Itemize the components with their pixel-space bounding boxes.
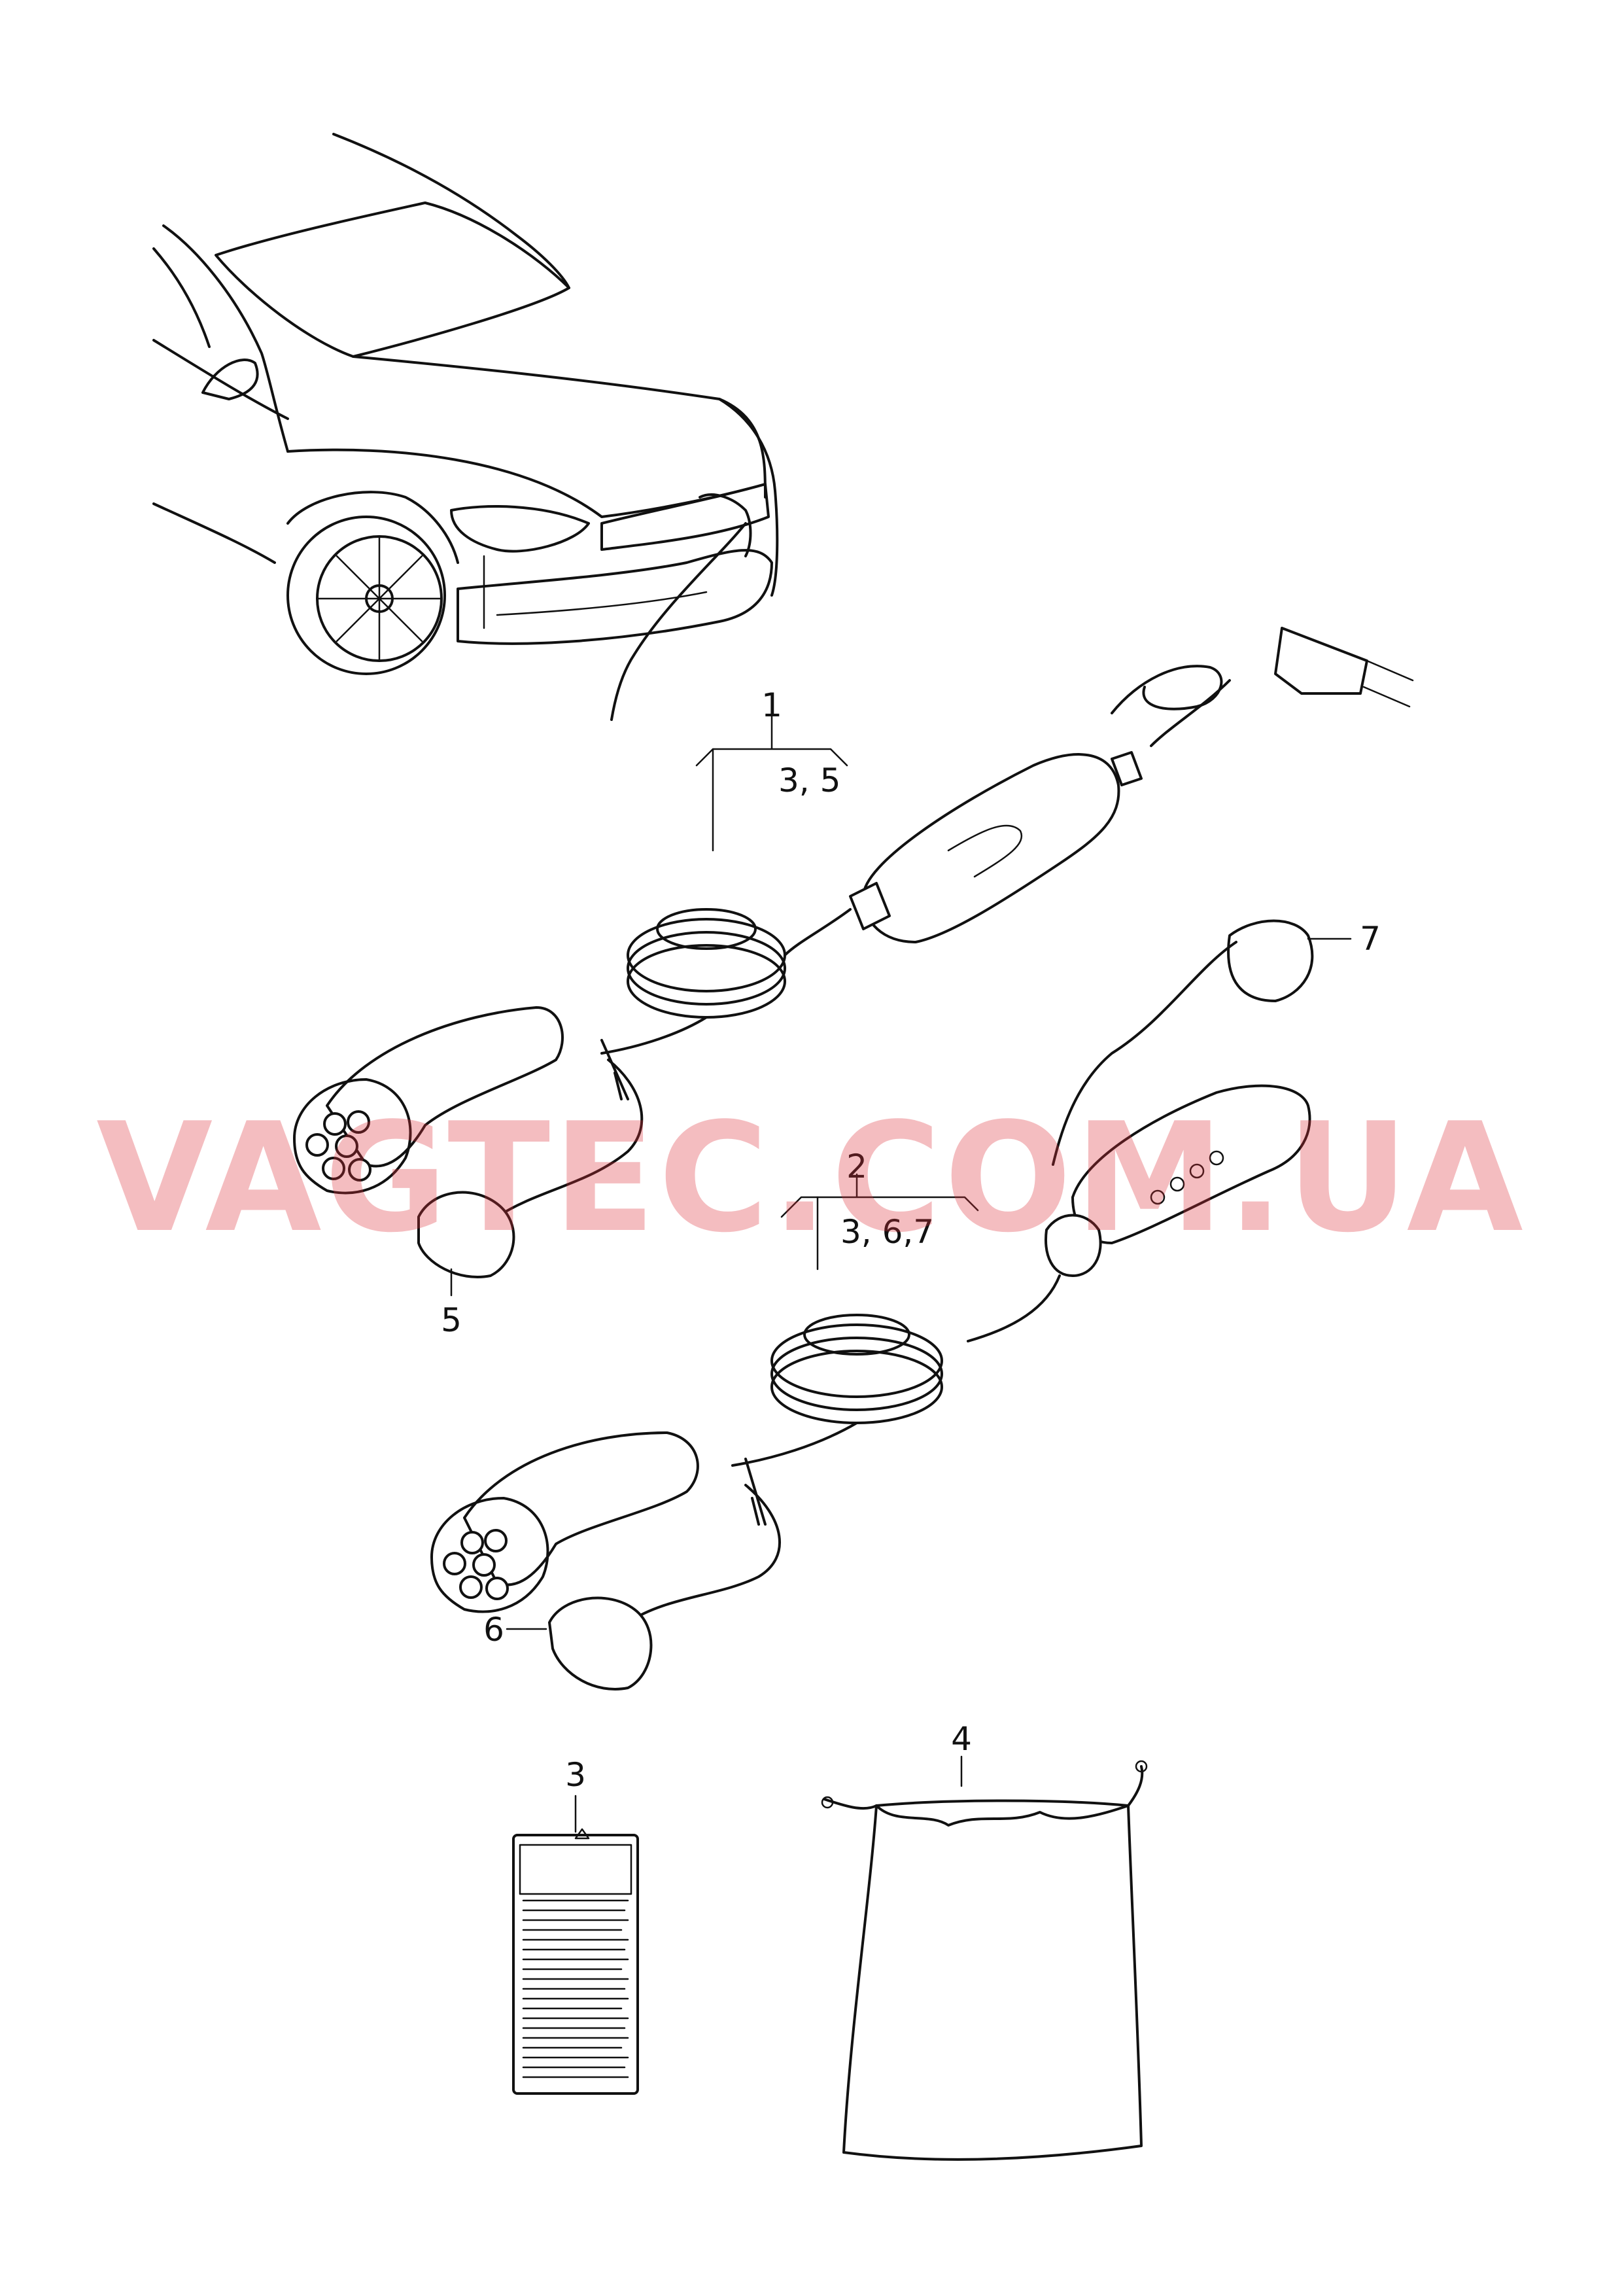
callout-leaders	[450, 712, 1352, 1833]
callout-2-refs: 3, 6,7	[840, 1213, 934, 1251]
callout-3-number: 3	[565, 1756, 586, 1794]
watermark-text: VAGTEC.COM.UA	[96, 1091, 1526, 1266]
car-illustration	[152, 133, 779, 721]
callout-1-refs: 3, 5	[778, 762, 840, 799]
callout-labels: 1 3, 5 2 3, 6,7 3 4 5 6 7	[441, 686, 1381, 1794]
callout-4-number: 4	[951, 1720, 972, 1758]
callout-6-number: 6	[483, 1611, 504, 1649]
charging-cable-2	[430, 919, 1314, 1691]
storage-bag	[821, 1760, 1148, 2161]
warning-label-sticker	[512, 1828, 639, 2095]
callout-7-number: 7	[1360, 920, 1381, 958]
charging-cable-1	[293, 627, 1414, 1278]
callout-5-number: 5	[441, 1301, 462, 1339]
callout-2-number: 2	[846, 1148, 867, 1185]
callout-1-number: 1	[761, 686, 782, 724]
